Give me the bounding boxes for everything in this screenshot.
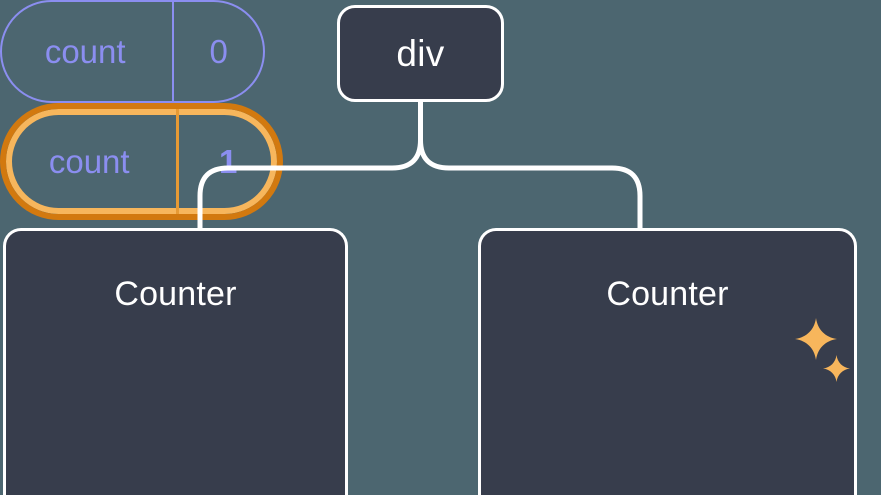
node-counter-right[interactable]: Counter (478, 228, 857, 495)
state-pill-left[interactable]: count 0 (0, 0, 265, 103)
state-key-left: count (44, 33, 126, 70)
sparkle-group (795, 318, 857, 388)
state-value-right: 1 (176, 109, 277, 214)
node-div[interactable]: div (337, 5, 504, 102)
sparkle-four-point-icon (795, 318, 837, 360)
node-counter-left[interactable]: Counter (3, 228, 348, 495)
state-value-left: 0 (172, 2, 263, 101)
node-counter-left-title: Counter (114, 275, 237, 313)
node-div-label: div (396, 33, 445, 74)
state-pill-right[interactable]: count 1 (0, 103, 283, 220)
sparkle-four-point-small-icon (823, 355, 850, 382)
state-key-right: count (48, 143, 130, 180)
connector-branch-right (418, 137, 643, 231)
node-counter-right-title: Counter (606, 275, 729, 313)
